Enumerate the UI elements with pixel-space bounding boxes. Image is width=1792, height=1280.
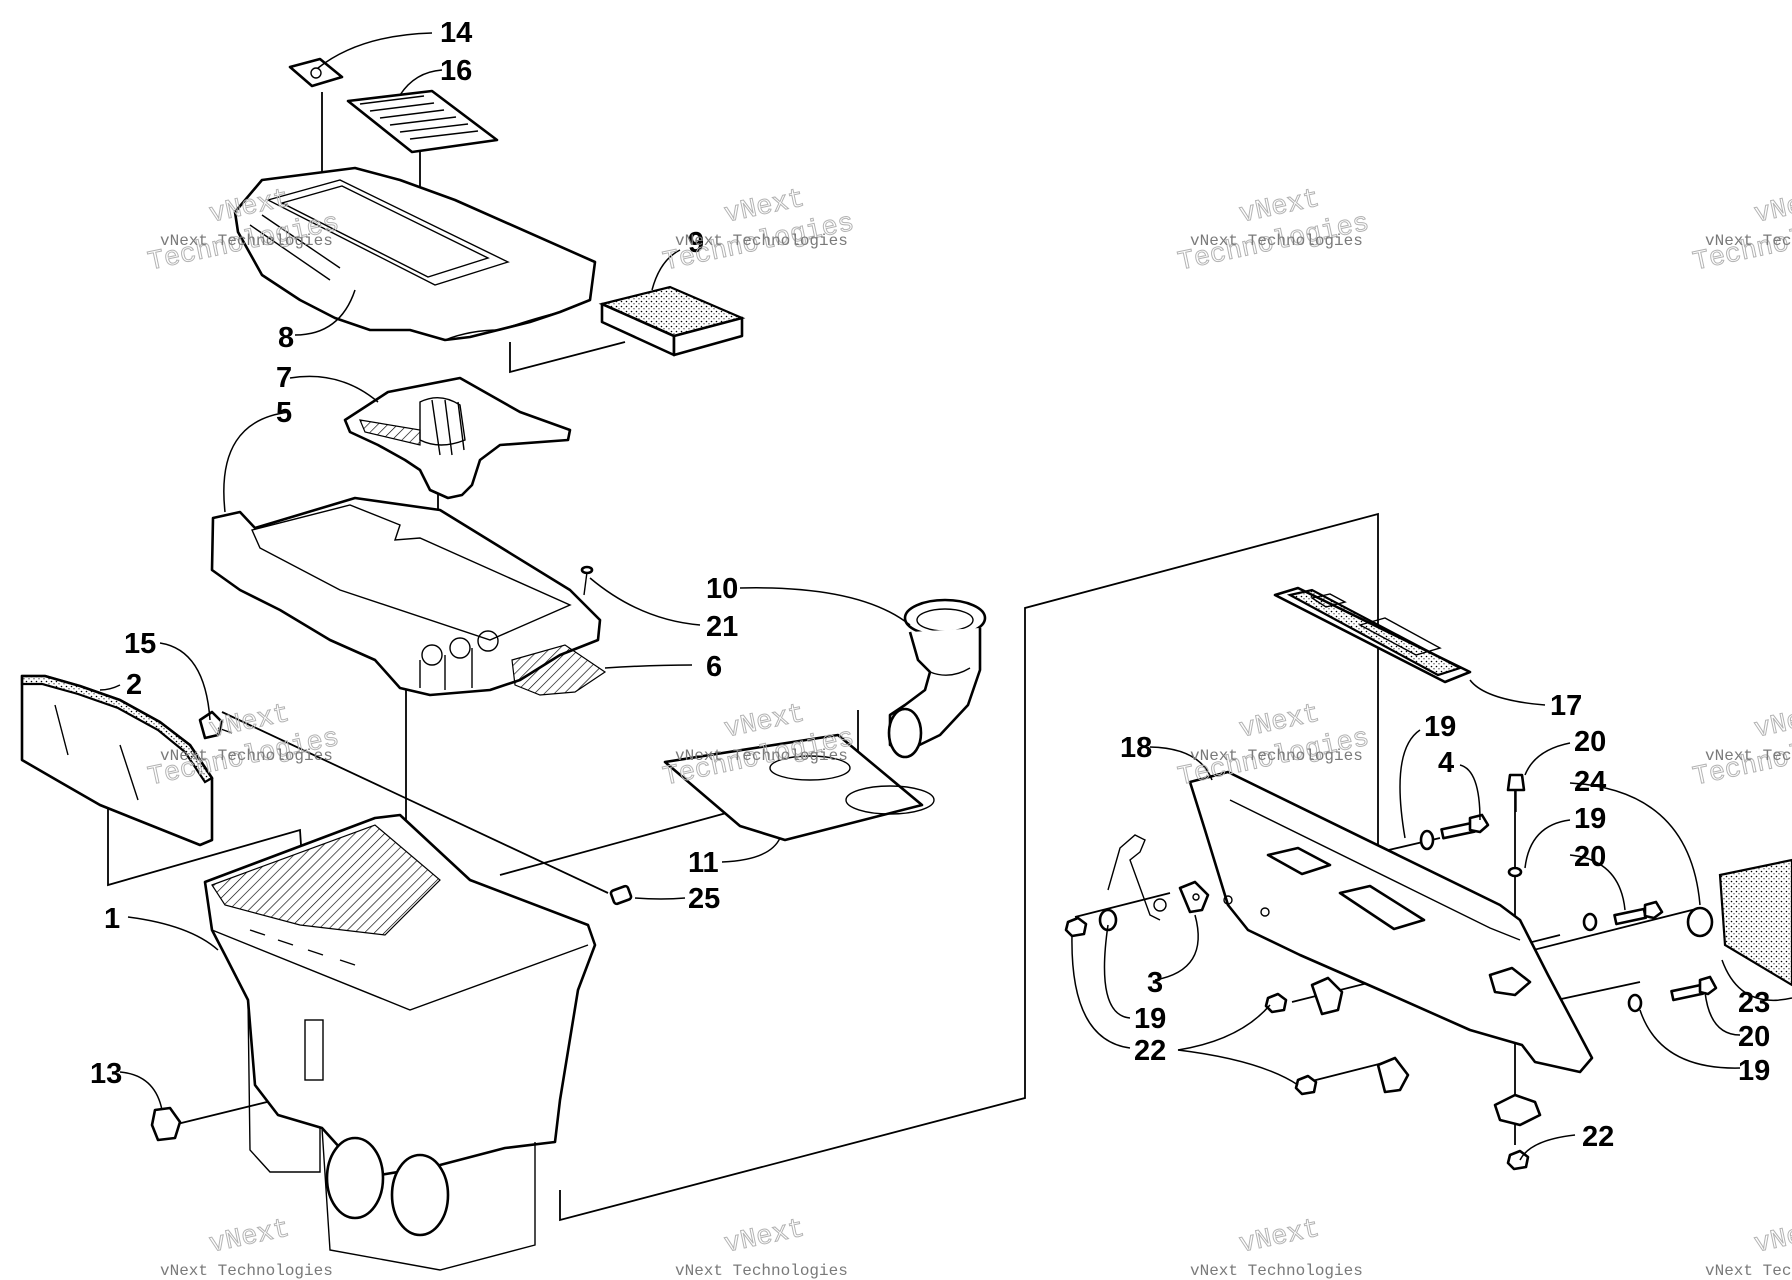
callout-labels: 14 16 9 8 7 5 10 21 6 15 2 11 25 1 13 18… — [90, 17, 1770, 1153]
svg-text:vNext Technologies: vNext Technologies — [1705, 1262, 1792, 1280]
callout-leaders — [99, 32, 1792, 1161]
callout-5: 5 — [276, 397, 292, 429]
callout-24: 24 — [1574, 766, 1606, 798]
callout-25: 25 — [688, 883, 720, 915]
part-25-plug — [609, 884, 633, 906]
callout-3: 3 — [1147, 967, 1163, 999]
svg-text:vNext Technologies: vNext Technologies — [1705, 232, 1792, 250]
callout-1: 1 — [104, 903, 120, 935]
svg-text:vNext Technologies: vNext Technologies — [1190, 747, 1363, 765]
callout-7: 7 — [276, 362, 292, 394]
callout-11: 11 — [688, 847, 719, 879]
callout-16: 16 — [440, 55, 472, 87]
callout-19-d: 19 — [1738, 1055, 1770, 1087]
part-8-lid — [233, 166, 597, 342]
callout-23: 23 — [1738, 987, 1770, 1019]
part-14-plate — [288, 57, 344, 88]
hardware — [1064, 773, 1718, 1171]
callout-20-a: 20 — [1574, 726, 1606, 758]
callout-19-c: 19 — [1134, 1003, 1166, 1035]
svg-text:vNext: vNext — [1752, 1214, 1792, 1260]
callout-10: 10 — [706, 573, 738, 605]
callout-20-b: 20 — [1574, 841, 1606, 873]
callout-14: 14 — [440, 17, 472, 49]
callout-8: 8 — [278, 322, 294, 354]
svg-text:vNext: vNext — [1752, 184, 1792, 230]
callout-18: 18 — [1120, 732, 1152, 764]
svg-text:vNext Technologies: vNext Technologies — [160, 232, 333, 250]
callout-2: 2 — [126, 669, 142, 701]
callout-21: 21 — [706, 611, 738, 643]
svg-text:vNext Technologies: vNext Technologies — [160, 1262, 333, 1280]
callout-9: 9 — [688, 227, 704, 259]
part-9-filter — [598, 285, 746, 357]
svg-text:vNext Technologies: vNext Technologies — [1190, 232, 1363, 250]
watermark: vNext Technologies vNext Technologies — [1175, 699, 1372, 794]
part-11-base-plate — [663, 733, 935, 842]
watermark: vNext vNext Technologies — [1705, 1214, 1792, 1280]
callout-22-b: 22 — [1582, 1121, 1614, 1153]
watermark: vNext vNext Technologies — [1190, 1214, 1363, 1280]
part-2-side-cover — [20, 674, 214, 847]
part-10-intake-boot — [887, 598, 987, 759]
part-16-decal — [346, 89, 499, 154]
part-3-rod — [1107, 834, 1167, 921]
callout-19-b: 19 — [1574, 803, 1606, 835]
callout-17: 17 — [1550, 690, 1582, 722]
svg-text:vNext: vNext — [1237, 1214, 1322, 1260]
svg-text:vNext Technologies: vNext Technologies — [1705, 747, 1792, 765]
callout-6: 6 — [706, 651, 722, 683]
callout-4: 4 — [1438, 747, 1454, 779]
part-1-air-box — [203, 813, 597, 1271]
part-7-cage — [343, 376, 572, 500]
part-13-clip — [150, 1106, 182, 1142]
svg-text:vNext Technologies: vNext Technologies — [675, 747, 848, 765]
watermark: vNext Technologies vNext Technologies — [1690, 184, 1792, 279]
part-17-gasket — [1273, 586, 1472, 684]
callout-15: 15 — [124, 628, 156, 660]
watermark: vNext Technologies vNext Technologies — [1175, 184, 1372, 279]
svg-text:vNext: vNext — [1752, 699, 1792, 745]
callout-13: 13 — [90, 1058, 122, 1090]
part-18-bracket — [1188, 770, 1594, 1074]
watermark: vNext vNext Technologies — [160, 1214, 333, 1280]
part-23-foam — [1718, 858, 1792, 987]
svg-text:vNext: vNext — [207, 1214, 292, 1260]
svg-text:vNext: vNext — [722, 1214, 807, 1260]
svg-text:vNext Technologies: vNext Technologies — [160, 747, 333, 765]
part-21-screw — [580, 565, 594, 596]
callout-19-a: 19 — [1424, 711, 1456, 743]
watermark: vNext Technologies vNext Technologies — [660, 184, 857, 279]
part-6-silencer — [511, 644, 607, 696]
watermark: vNext Technologies vNext Technologies — [1690, 699, 1792, 794]
callout-20-c: 20 — [1738, 1021, 1770, 1053]
svg-text:vNext Technologies: vNext Technologies — [675, 1262, 848, 1280]
svg-text:vNext Technologies: vNext Technologies — [1190, 1262, 1363, 1280]
watermark: vNext Technologies vNext Technologies — [145, 699, 342, 794]
svg-text:vNext Technologies: vNext Technologies — [675, 232, 848, 250]
watermark: vNext vNext Technologies — [675, 1214, 848, 1280]
callout-22-a: 22 — [1134, 1035, 1166, 1067]
